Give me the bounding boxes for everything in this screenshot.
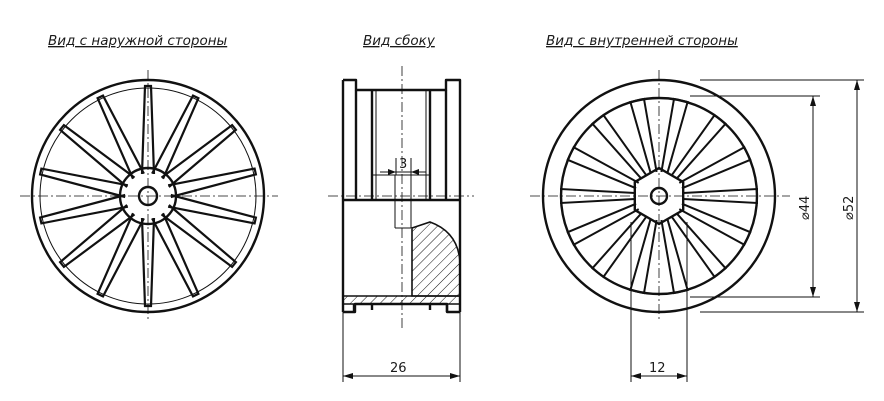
side-view-title: Вид сбоку [363,33,436,49]
side-dim-26-arrow [450,373,460,379]
inner-dim-44-label: ⌀44 [798,196,813,220]
outer-spokes [38,84,258,308]
inner-dim-52-arrow [854,302,860,312]
outer-hub [118,166,178,226]
outer-axle-hole [137,185,159,207]
inner-spoke [590,212,648,279]
outer-spoke [38,193,129,225]
outer-view-title: Вид с наружной стороны [48,33,228,49]
outer-spoke [160,123,238,188]
inner-spoke [629,97,658,174]
outer-spoke [151,212,200,298]
outer-spoke [58,123,136,188]
outer-spoke [38,167,129,199]
inner-spokes [560,97,758,295]
inner-spoke [670,113,728,180]
inner-spoke [590,113,648,180]
side-bottom-section [342,295,461,305]
inner-spoke [678,145,752,190]
outer-spoke [140,84,156,175]
inner-spoke [566,145,640,190]
inner-spoke [670,212,728,279]
outer-spoke [96,94,145,180]
side-dim-26-label: 26 [390,361,407,376]
inner-hex-hub [633,166,685,226]
inner-dim-52-arrow [854,80,860,90]
outer-spoke [167,193,258,225]
inner-spoke [678,202,752,247]
inner-dim-12-label: 12 [649,361,666,376]
inner-dim-44-arrow [810,287,816,297]
inner-dim-52-label: ⌀52 [842,196,857,220]
inner-dim-44-arrow [810,96,816,106]
inner-spoke [660,97,689,174]
side-dim-26-arrow [343,373,353,379]
outer-spoke [96,212,145,298]
inner-dim-12-arrow [677,373,687,379]
side-hatched-section [411,221,461,297]
inner-spoke [560,187,636,205]
inner-dim-12-arrow [631,373,641,379]
inner-view: 12 ⌀44 ⌀52 [530,70,864,382]
outer-spoke [151,94,200,180]
inner-spoke [629,218,658,295]
inner-spoke [566,202,640,247]
outer-spoke [58,204,136,269]
inner-axle-hole [649,186,669,206]
side-dim-3-arrow [411,169,419,175]
outer-spoke [140,217,156,308]
inner-view-title: Вид с внутренней стороны [546,33,738,49]
inner-spoke [660,218,689,295]
outer-spoke [160,204,238,269]
outer-view [20,70,278,322]
side-dim-3-arrow [388,169,396,175]
side-dim-3-label: 3 [399,157,407,172]
outer-spoke [167,167,258,199]
inner-spoke [682,187,758,205]
side-view: 3 26 [328,66,474,382]
